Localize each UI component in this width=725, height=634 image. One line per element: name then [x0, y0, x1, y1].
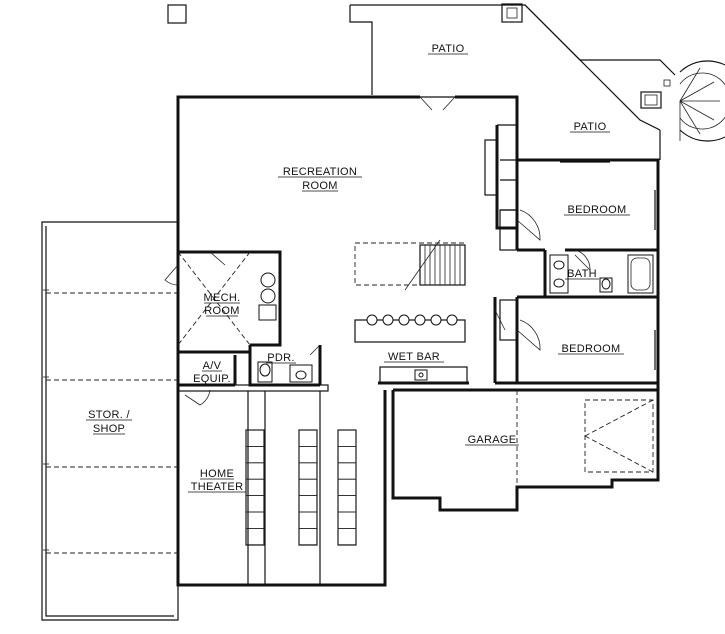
label-patio-right: PATIO	[574, 121, 607, 133]
label-bath: BATH	[567, 268, 597, 280]
label-patio-top: PATIO	[432, 43, 465, 55]
theater-seat	[298, 462, 318, 480]
label-recreation: RECREATION	[283, 166, 357, 178]
theater-seat	[245, 445, 265, 464]
spiral-stair	[679, 60, 725, 142]
theater-seat	[298, 429, 318, 447]
label-av-equip: EQUIP.	[193, 373, 231, 385]
label-garage: GARAGE	[468, 434, 517, 446]
stair	[354, 239, 466, 291]
theater-seat	[245, 462, 265, 480]
garage	[393, 388, 658, 487]
label-pdr: PDR.	[267, 352, 294, 364]
label-stor: STOR. /	[88, 409, 130, 421]
theater-seat	[245, 528, 265, 546]
theater-seat	[337, 478, 357, 497]
label-shop: SHOP	[93, 423, 125, 435]
label-recreation-room: ROOM	[302, 180, 337, 192]
label-bedroom-lower: BEDROOM	[562, 343, 621, 355]
bedroom-block	[493, 160, 658, 385]
label-home: HOME	[200, 468, 234, 480]
mech-room	[164, 250, 282, 354]
chimney-square	[167, 4, 187, 24]
theater-seat	[337, 528, 357, 546]
pdr-av	[177, 344, 329, 406]
theater-seat	[298, 478, 318, 497]
label-wet-bar: WET BAR	[388, 351, 440, 363]
theater-seat	[245, 511, 265, 529]
rec-room-right-wall	[484, 124, 517, 230]
room-labels: PATIO PATIO RECREATION ROOM BEDROOM BATH…	[86, 43, 630, 493]
label-theater: THEATER	[191, 481, 244, 493]
theater-seat	[337, 511, 357, 529]
theater-seat	[245, 478, 265, 497]
theater-seat	[245, 495, 265, 513]
theater-seat	[337, 495, 357, 513]
label-mech: MECH.	[204, 292, 241, 304]
theater-seat	[245, 429, 265, 447]
home-theater	[245, 391, 357, 585]
label-av: A/V	[203, 360, 222, 372]
label-bedroom-upper: BEDROOM	[568, 204, 627, 216]
wet-bar	[378, 366, 469, 385]
patio-outline	[349, 3, 676, 160]
theater-seat	[337, 462, 357, 480]
theater-seat	[298, 445, 318, 464]
theater-seat	[298, 511, 318, 529]
theater-seat	[298, 528, 318, 546]
bath-fixtures	[549, 249, 654, 294]
storage-shop	[41, 221, 179, 621]
bar-island	[354, 314, 466, 343]
theater-seats	[245, 429, 357, 546]
theater-seat	[337, 429, 357, 447]
theater-seat	[337, 445, 357, 464]
label-mech-room: ROOM	[204, 305, 239, 317]
theater-seat	[298, 495, 318, 513]
